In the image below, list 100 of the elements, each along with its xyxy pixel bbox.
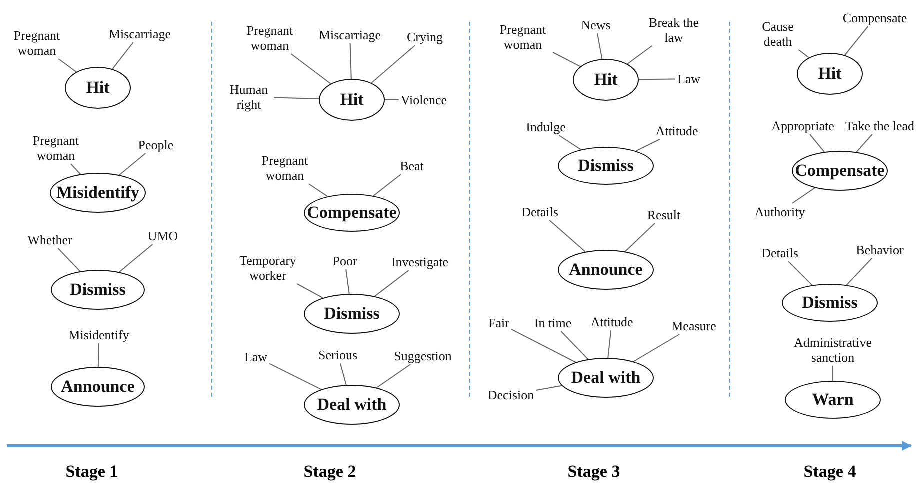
keyword-label: Attitude [654, 122, 700, 140]
connector-line [792, 188, 816, 204]
concept-ellipse: Deal with [304, 385, 400, 425]
connector-line [376, 364, 412, 388]
connector-line [832, 366, 834, 382]
concept-ellipse: Announce [558, 250, 654, 290]
stage-label: Stage 1 [66, 462, 118, 482]
keyword-label: Pregnant woman [240, 22, 300, 54]
keyword-label: Suggestion [392, 348, 454, 364]
stage-label: Stage 3 [568, 462, 620, 482]
keyword-label: Violence [398, 92, 450, 108]
concept-ellipse: Dismiss [51, 270, 145, 310]
keyword-label: Details [760, 244, 800, 262]
connector-line [638, 78, 676, 80]
keyword-label: Indulge [524, 118, 568, 136]
keyword-label: Law [675, 70, 703, 88]
keyword-label: Whether [26, 232, 74, 248]
keyword-label: Cause death [756, 18, 800, 50]
connector-line [636, 139, 660, 152]
keyword-label: In time [532, 314, 574, 332]
connector-line [844, 26, 869, 56]
keyword-label: News [579, 16, 613, 34]
keyword-label: Attitude [588, 314, 636, 330]
connector-line [536, 385, 562, 391]
concept-ellipse: Dismiss [782, 284, 878, 322]
keyword-label: Miscarriage [106, 26, 174, 42]
connector-line [290, 54, 332, 84]
keyword-label: UMO [146, 228, 180, 244]
connector-line [308, 184, 328, 198]
keyword-label: Take the lead [843, 118, 917, 134]
keyword-label: Beat [398, 158, 426, 174]
connector-line [70, 164, 82, 175]
connector-line [846, 258, 872, 286]
concept-ellipse: Warn [785, 381, 881, 419]
keyword-label: Measure [670, 318, 718, 334]
connector-line [350, 43, 352, 80]
connector-line [624, 223, 656, 252]
connector-line [552, 52, 581, 68]
connector-line [340, 363, 347, 386]
connector-line [558, 135, 582, 150]
connector-line [371, 45, 416, 84]
connector-line [112, 42, 134, 70]
keyword-label: Temporary worker [233, 252, 303, 284]
connector-line [810, 134, 825, 153]
keyword-label: Details [520, 204, 560, 220]
keyword-label: Result [645, 206, 683, 224]
keyword-label: Administrative sanction [788, 334, 878, 366]
connector-line [856, 134, 873, 153]
keyword-label: Poor [330, 252, 360, 270]
keyword-label: Behavior [854, 242, 906, 258]
connector-line [58, 58, 77, 73]
keyword-label: Law [242, 348, 270, 366]
concept-ellipse: Compensate [304, 194, 400, 232]
connector-line [373, 174, 402, 196]
connector-line [788, 261, 813, 286]
stage-label: Stage 2 [304, 462, 356, 482]
concept-ellipse: Hit [319, 79, 385, 121]
concept-ellipse: Announce [51, 367, 145, 407]
connector-line [274, 97, 320, 100]
connector-line [98, 343, 100, 368]
concept-ellipse: Hit [65, 67, 131, 109]
keyword-label: Pregnant woman [255, 152, 315, 184]
connector-line [296, 284, 324, 299]
keyword-label: Human right [224, 81, 274, 113]
connector-line [608, 330, 612, 358]
keyword-label: Pregnant woman [493, 21, 553, 53]
concept-ellipse: Dismiss [304, 294, 400, 334]
concept-ellipse: Dismiss [558, 147, 654, 185]
connector-line [549, 220, 586, 252]
connector-line [627, 46, 653, 65]
concept-ellipse: Compensate [792, 151, 888, 191]
connector-line [374, 270, 410, 297]
connector-line [633, 334, 680, 362]
keyword-label: Decision [486, 386, 536, 404]
keyword-label: Crying [404, 28, 446, 46]
keyword-label: Fair [486, 314, 512, 332]
keyword-label: People [136, 136, 176, 154]
stage-label: Stage 4 [804, 462, 856, 482]
concept-ellipse: Deal with [558, 358, 654, 398]
connector-line [597, 33, 603, 60]
connector-line [560, 331, 589, 360]
keyword-label: Compensate [840, 10, 910, 26]
keyword-label: Misidentify [66, 326, 132, 344]
concept-ellipse: Hit [797, 53, 863, 95]
concept-ellipse: Hit [573, 59, 639, 101]
keyword-label: Pregnant woman [26, 132, 86, 164]
keyword-label: Appropriate [770, 118, 836, 134]
connector-line [511, 328, 576, 363]
keyword-label: Authority [752, 204, 808, 220]
connector-line [798, 50, 810, 58]
keyword-label: Investigate [389, 254, 451, 270]
connector-line [346, 269, 350, 294]
connector-line [269, 363, 322, 390]
keyword-label: Break the law [644, 14, 704, 46]
connector-line [118, 244, 154, 273]
connector-line [119, 153, 146, 176]
concept-ellipse: Misidentify [50, 173, 146, 213]
keyword-label: Serious [316, 346, 360, 364]
keyword-label: Miscarriage [316, 26, 384, 44]
connector-line [58, 248, 81, 272]
